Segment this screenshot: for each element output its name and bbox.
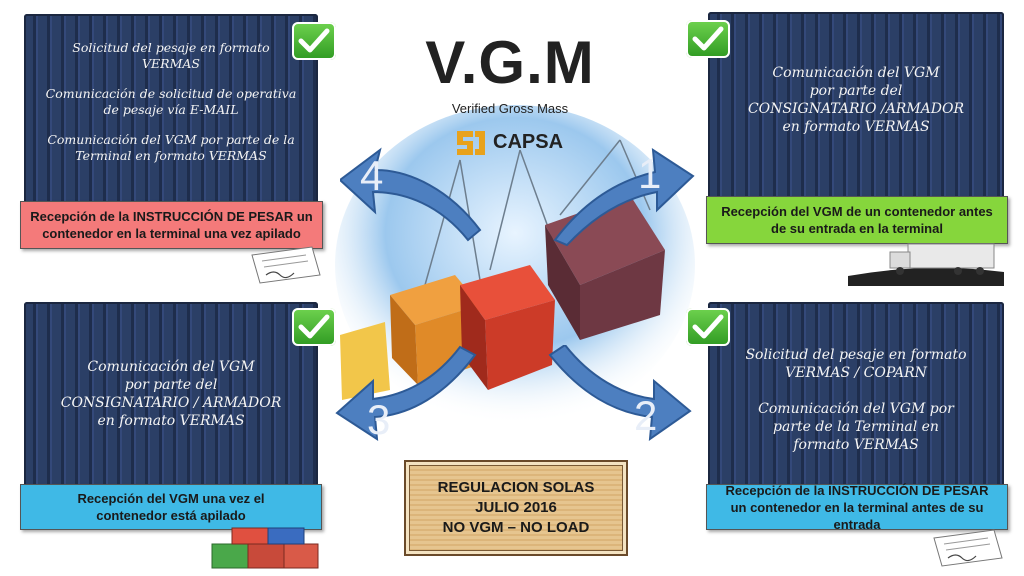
panel-4-line-3: Comunicación del VGM por parte de la Ter…: [47, 132, 295, 163]
container-stack-icon: [211, 527, 319, 569]
regulation-box: REGULACION SOLAS JULIO 2016 NO VGM – NO …: [404, 460, 628, 556]
panel-step-3: Comunicación del VGM por parte del CONSI…: [24, 302, 318, 490]
step-number-4: 4: [360, 152, 384, 199]
red-container-icon: [460, 265, 555, 390]
regulation-line-3: NO VGM – NO LOAD: [442, 519, 590, 536]
step-arrow-2: [548, 345, 692, 442]
panel-step-1: Comunicación del VGM por parte del CONSI…: [708, 12, 1004, 202]
label-step-3: Recepción del VGM una vez el contenedor …: [20, 484, 322, 530]
capsa-logo-icon: [457, 131, 485, 155]
step-number-2: 2: [634, 392, 658, 439]
step-arrow-4: [340, 147, 482, 242]
document-icon: [933, 529, 1003, 567]
brand-logo: CAPSA: [455, 127, 575, 159]
label-step-1: Recepción del VGM de un contenedor antes…: [706, 196, 1008, 244]
panel-2-line-1: Solicitud del pesaje en formato VERMAS /…: [745, 347, 967, 381]
regulation-line-2: JULIO 2016: [475, 499, 557, 516]
regulation-line-1: REGULACION SOLAS: [437, 479, 595, 496]
brand-name: CAPSA: [493, 131, 564, 153]
panel-2-line-2: Comunicación del VGM por parte de la Ter…: [758, 401, 954, 453]
step-number-1: 1: [638, 150, 662, 197]
page-title: V.G.M: [425, 29, 595, 96]
panel-step-2: Solicitud del pesaje en formato VERMAS /…: [708, 302, 1004, 490]
label-step-2: Recepción de la INSTRUCCIÓN DE PESAR un …: [706, 483, 1008, 532]
panel-step-4: Solicitud del pesaje en formato VERMAS C…: [24, 14, 318, 206]
step-arrow-1: [553, 148, 695, 247]
checkmark-icon: [686, 20, 730, 58]
page-subtitle: Verified Gross Mass: [451, 101, 569, 116]
document-icon: [251, 246, 321, 284]
panel-4-line-1: Solicitud del pesaje en formato VERMAS: [72, 40, 270, 71]
panel-4-line-2: Comunicación de solicitud de operativa d…: [45, 86, 297, 117]
truck-icon: [848, 243, 1004, 286]
panel-3-line-1: Comunicación del VGM por parte del CONSI…: [60, 359, 282, 429]
step-number-3: 3: [367, 396, 391, 443]
step-arrow-3: [335, 345, 477, 441]
checkmark-icon: [292, 22, 336, 60]
checkmark-icon: [292, 308, 336, 346]
label-step-4: Recepción de la INSTRUCCIÓN DE PESAR un …: [20, 201, 323, 249]
checkmark-icon: [686, 308, 730, 346]
panel-1-line-1: Comunicación del VGM por parte del CONSI…: [747, 65, 965, 135]
